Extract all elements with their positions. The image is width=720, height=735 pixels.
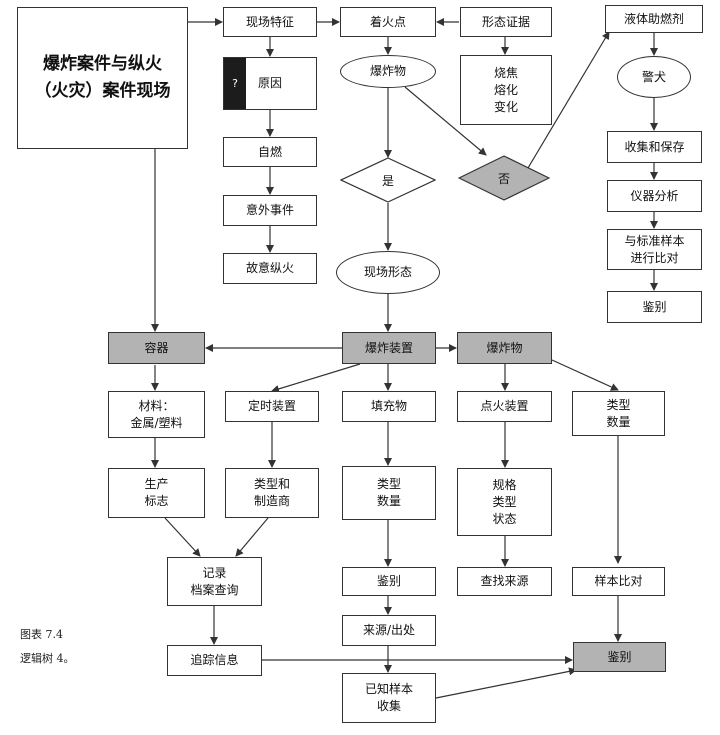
no-diamond: 否: [458, 155, 550, 201]
arrow-known-to-final: [435, 667, 577, 699]
container-box: 容器: [108, 332, 205, 364]
accident-box: 意外事件: [223, 195, 317, 226]
sample-compare-box: 样本比对: [572, 567, 665, 596]
spontaneous-box: 自燃: [223, 137, 317, 167]
collect-preserve-box: 收集和保存: [607, 131, 702, 163]
igniter-box: 点火装置: [457, 391, 552, 422]
question-mark-tab: ?: [224, 58, 246, 109]
production-mark-box: 生产 标志: [108, 468, 205, 518]
spec-box: 规格 类型 状态: [457, 468, 552, 536]
type-qty-mid-box: 类型 数量: [342, 466, 436, 520]
final-identify-box: 鉴别: [573, 642, 666, 672]
type-qty-right-box: 类型 数量: [572, 391, 665, 436]
arrow-production-to-records: [164, 517, 201, 557]
no-label: 否: [497, 171, 510, 186]
identify-mid-box: 鉴别: [342, 567, 436, 596]
timer-box: 定时装置: [225, 391, 319, 422]
watermark: 知乎 @鹿满川: [566, 696, 674, 716]
arrow-device-to-timer: [271, 363, 361, 393]
identify-dog-box: 鉴别: [607, 291, 702, 323]
explosive-device-box: 爆炸装置: [342, 332, 436, 364]
yes-label: 是: [381, 173, 394, 188]
arrow-explosive-to-typeqty: [551, 359, 619, 391]
scene-features-box: 现场特征: [223, 7, 317, 37]
morph-evidence-box: 形态证据: [460, 7, 552, 37]
known-sample-box: 已知样本 收集: [342, 673, 436, 723]
police-dog-oval: 警犬: [617, 56, 691, 98]
source-origin-box: 来源/出处: [342, 615, 436, 646]
type-maker-box: 类型和 制造商: [225, 468, 319, 518]
records-box: 记录 档案查询: [167, 557, 262, 606]
trace-info-box: 追踪信息: [167, 645, 262, 676]
instrument-analysis-box: 仪器分析: [607, 180, 702, 212]
material-box: 材料： 金属/塑料: [108, 391, 205, 438]
arson-box: 故意纵火: [223, 253, 317, 284]
arrow-incendiary-to-no: [404, 86, 487, 156]
liquid-accelerant-box: 液体助燃剂: [605, 5, 703, 33]
scene-form-oval: 现场形态: [336, 251, 440, 294]
incendiary-oval: 爆炸物: [340, 55, 436, 88]
trace-source-box: 查找来源: [457, 567, 552, 596]
main-title-box: 爆炸案件与纵火 （火灾）案件现场: [17, 7, 188, 149]
ignition-point-box: 着火点: [340, 7, 436, 37]
yes-diamond: 是: [340, 157, 436, 203]
morph-details-box: 烧焦 熔化 变化: [460, 55, 552, 125]
figure-caption: 图表 7.4 逻辑树 4。: [20, 628, 75, 665]
filler-box: 填充物: [342, 391, 436, 422]
explosive-box: 爆炸物: [457, 332, 552, 364]
compare-standard-box: 与标准样本 进行比对: [607, 229, 702, 270]
arrow-no-to-liquid: [527, 31, 610, 169]
arrow-typemaker-to-records: [235, 517, 269, 557]
